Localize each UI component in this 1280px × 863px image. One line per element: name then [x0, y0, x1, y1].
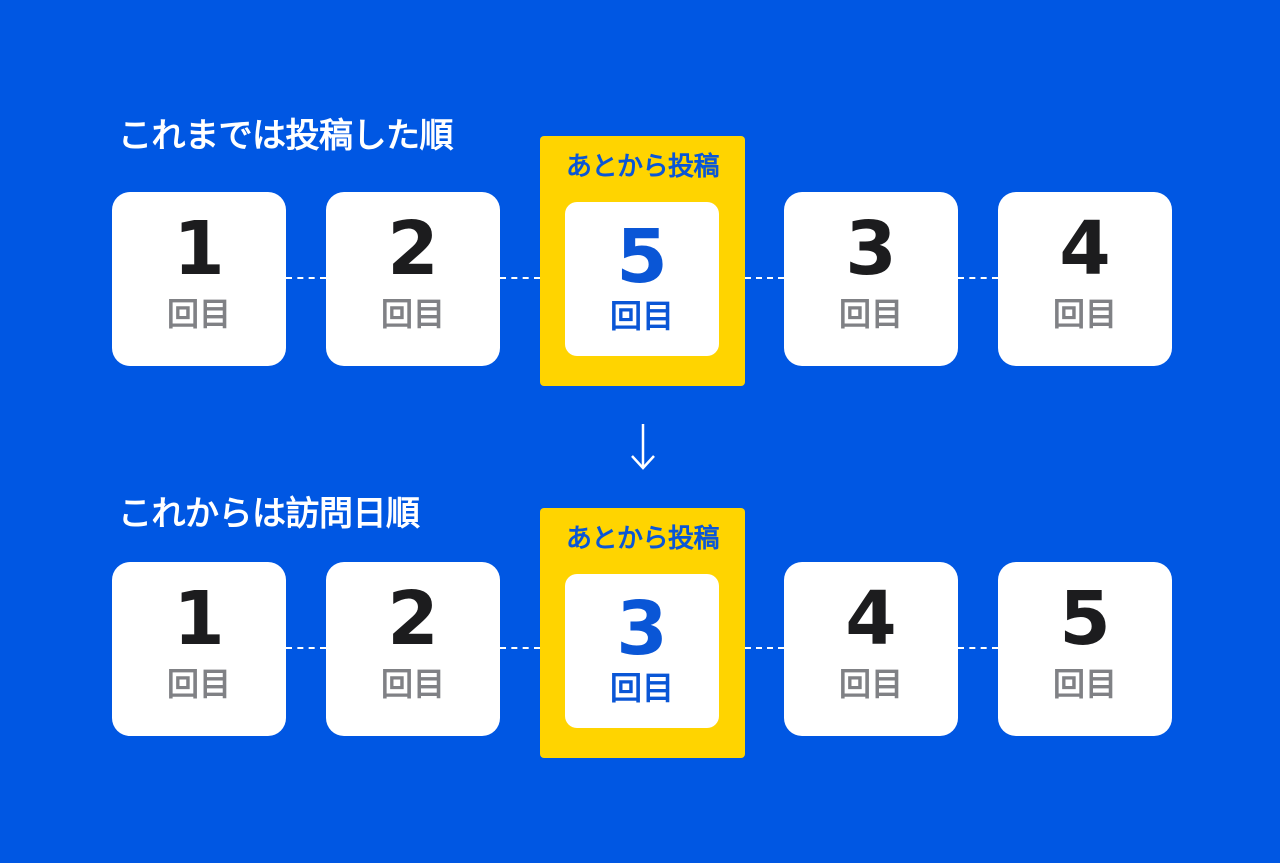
late-post-label: あとから投稿	[565, 152, 720, 182]
arrow-down-icon	[631, 424, 655, 470]
visit-number: 3	[616, 586, 668, 672]
late-post-highlight: あとから投稿 3 回目	[540, 508, 745, 758]
visit-unit: 回目	[609, 669, 674, 707]
visit-card: 5 回目	[998, 562, 1172, 736]
visit-unit: 回目	[380, 665, 445, 703]
late-post-highlight: あとから投稿 5 回目	[540, 136, 745, 386]
visit-number: 1	[173, 206, 225, 292]
visit-number: 2	[387, 576, 439, 662]
visit-unit: 回目	[1052, 665, 1117, 703]
connector-dash	[286, 647, 326, 649]
connector-dash	[958, 647, 998, 649]
visit-unit: 回目	[1052, 295, 1117, 333]
visit-unit: 回目	[838, 295, 903, 333]
visit-number: 5	[616, 214, 668, 300]
visit-number: 1	[173, 576, 225, 662]
visit-card: 3 回目	[784, 192, 958, 366]
late-post-label: あとから投稿	[565, 524, 720, 554]
visit-unit: 回目	[380, 295, 445, 333]
visit-unit: 回目	[166, 295, 231, 333]
visit-number: 5	[1059, 576, 1111, 662]
connector-dash	[745, 277, 784, 279]
visit-card-highlighted: 5 回目	[565, 202, 719, 356]
connector-dash	[500, 647, 540, 649]
visit-unit: 回目	[838, 665, 903, 703]
visit-unit: 回目	[166, 665, 231, 703]
visit-card: 2 回目	[326, 192, 500, 366]
visit-card-highlighted: 3 回目	[565, 574, 719, 728]
visit-number: 4	[1059, 206, 1111, 292]
visit-card: 2 回目	[326, 562, 500, 736]
visit-number: 3	[845, 206, 897, 292]
heading-after: これからは訪問日順	[118, 494, 420, 534]
visit-card: 4 回目	[784, 562, 958, 736]
visit-number: 4	[845, 576, 897, 662]
visit-card: 1 回目	[112, 562, 286, 736]
connector-dash	[286, 277, 326, 279]
connector-dash	[745, 647, 784, 649]
connector-dash	[500, 277, 540, 279]
visit-card: 4 回目	[998, 192, 1172, 366]
visit-card: 1 回目	[112, 192, 286, 366]
connector-dash	[958, 277, 998, 279]
heading-before: これまでは投稿した順	[118, 116, 454, 156]
visit-number: 2	[387, 206, 439, 292]
visit-unit: 回目	[609, 297, 674, 335]
